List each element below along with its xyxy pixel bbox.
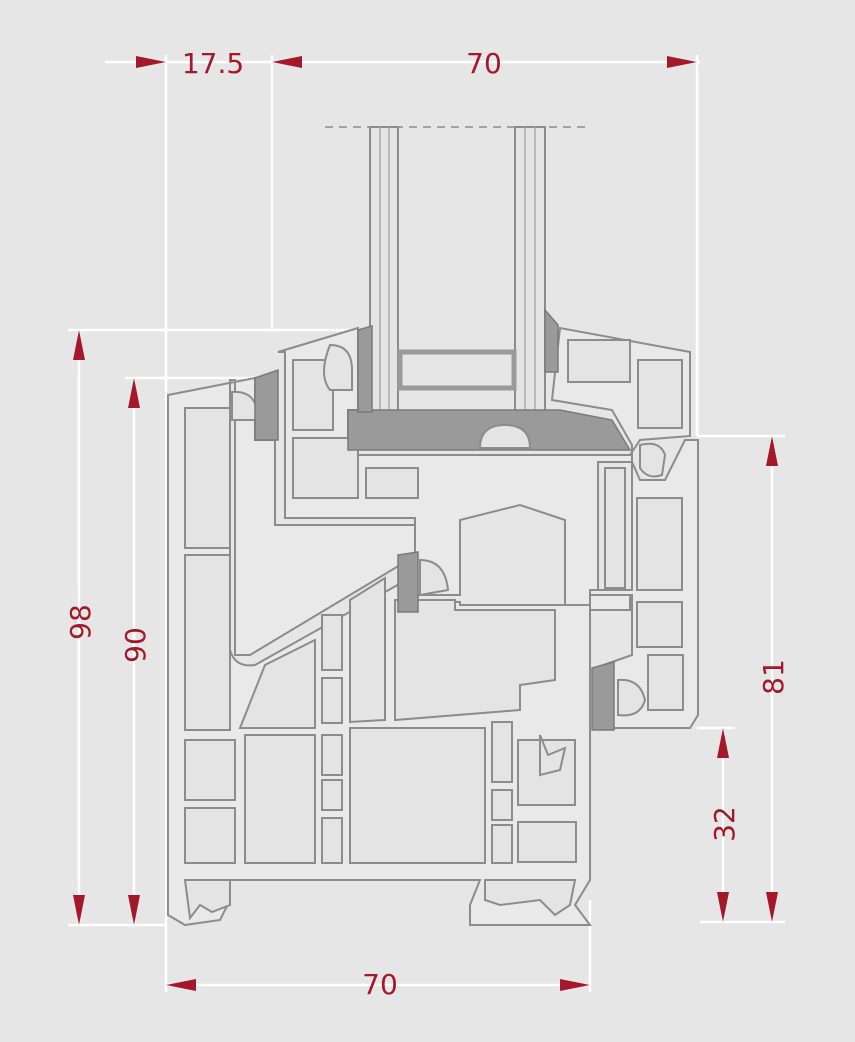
frame-profile (167, 368, 699, 927)
dim-left-outer: 98 (64, 604, 97, 640)
dim-right-outer: 81 (757, 659, 790, 695)
dim-right-inner: 32 (708, 806, 741, 842)
dim-top-right: 70 (466, 47, 502, 80)
glazing-unit (325, 126, 585, 416)
dim-top-left: 17.5 (182, 47, 244, 80)
dim-left-inner: 90 (119, 627, 152, 663)
dim-bottom: 70 (362, 968, 398, 1001)
sash-profile (277, 307, 691, 611)
extension-lines (68, 55, 785, 992)
dimension-arrows (73, 56, 778, 991)
